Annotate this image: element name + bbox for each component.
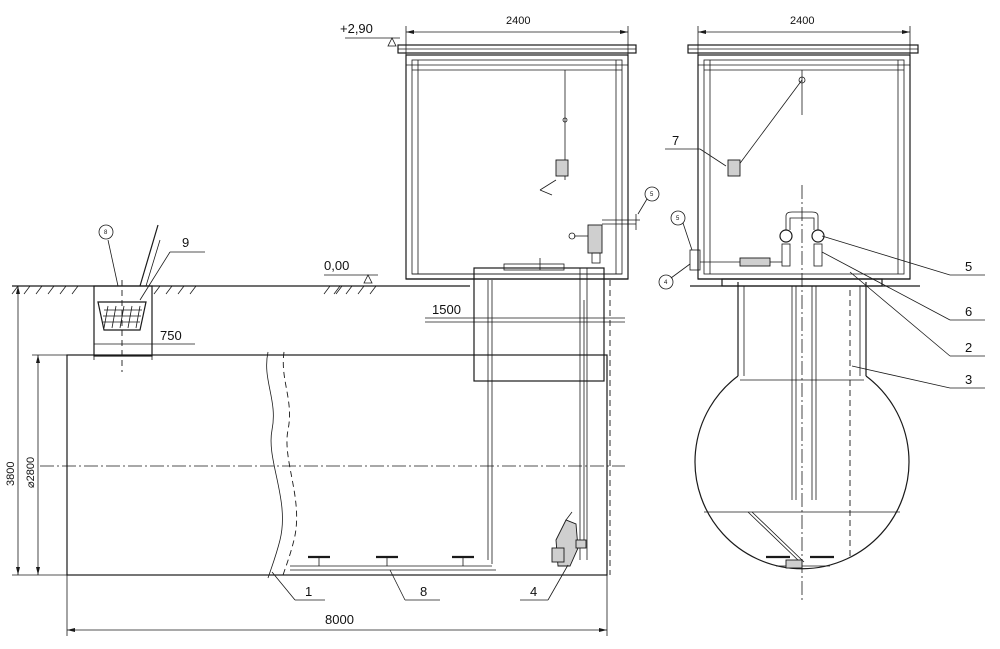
callout-4-label: 4 (530, 584, 537, 599)
small-circle-hatch-label: 8 (104, 230, 108, 236)
tank-front-view (694, 278, 910, 570)
dim-width-side-label: 2400 (506, 15, 530, 27)
internal-pipe-side (290, 280, 496, 571)
level-ground: 0,00 (323, 258, 378, 295)
pump-house-side (397, 44, 640, 280)
valve-assembly-side (568, 214, 640, 264)
callout-2: 2 (849, 271, 985, 357)
small-circle-hatch: 8 (98, 224, 114, 240)
small-circle-front-a-label: 5 (676, 216, 680, 222)
pump-house-front (687, 44, 919, 600)
nozzle-3 (452, 555, 474, 566)
dim-width-front: 2400 (697, 15, 911, 55)
callout-3: 3 (851, 365, 985, 389)
dim-total-height-label: 3800 (5, 462, 17, 486)
small-circle-valve-side: 5 (637, 186, 660, 215)
nozzle-2 (376, 555, 398, 566)
dim-width-front-label: 2400 (790, 15, 814, 27)
callout-9: 9 (139, 235, 205, 301)
callout-3-label: 3 (965, 372, 972, 387)
submersible-pump (551, 300, 587, 567)
hatch-assembly (93, 224, 161, 372)
dim-diameter: ⌀2800 (25, 354, 67, 575)
small-circle-front-b-label: 4 (664, 280, 668, 286)
callout-1-label: 1 (305, 584, 312, 599)
small-circle-front-a: 5 (670, 210, 693, 251)
callout-5-label: 5 (965, 259, 972, 274)
small-circle-valve-side-label: 5 (650, 192, 654, 198)
ground-line-left (11, 285, 470, 295)
dim-tank-length-label: 8000 (325, 612, 354, 627)
level-top: +2,90 (340, 21, 400, 47)
dim-neck-depth-label: 1500 (432, 302, 461, 317)
callout-7-label: 7 (672, 133, 679, 148)
level-top-label: +2,90 (340, 21, 373, 36)
dim-tank-length: 8000 (66, 575, 608, 636)
dim-total-height: 3800 (5, 286, 67, 576)
level-ground-label: 0,00 (324, 258, 349, 273)
callout-5: 5 (821, 235, 985, 276)
small-circle-front-b: 4 (658, 263, 691, 290)
callout-4: 4 (520, 564, 569, 601)
dim-diameter-label: ⌀2800 (25, 457, 37, 488)
callout-6-label: 6 (965, 304, 972, 319)
callout-6: 6 (821, 251, 985, 321)
callout-8: 8 (389, 569, 440, 601)
callout-2-label: 2 (965, 340, 972, 355)
dim-hatch-width: 750 (93, 328, 195, 360)
callout-7: 7 (665, 133, 727, 167)
dim-neck-depth: 1500 (425, 302, 625, 323)
callout-8-label: 8 (420, 584, 427, 599)
manhole-neck-side (473, 267, 611, 575)
callout-1: 1 (271, 571, 325, 601)
tank-side-view (40, 351, 625, 579)
nozzle-1 (308, 555, 330, 566)
callout-9-label: 9 (182, 235, 189, 250)
dim-width-side: 2400 (405, 15, 629, 55)
dim-hatch-width-label: 750 (160, 328, 182, 343)
